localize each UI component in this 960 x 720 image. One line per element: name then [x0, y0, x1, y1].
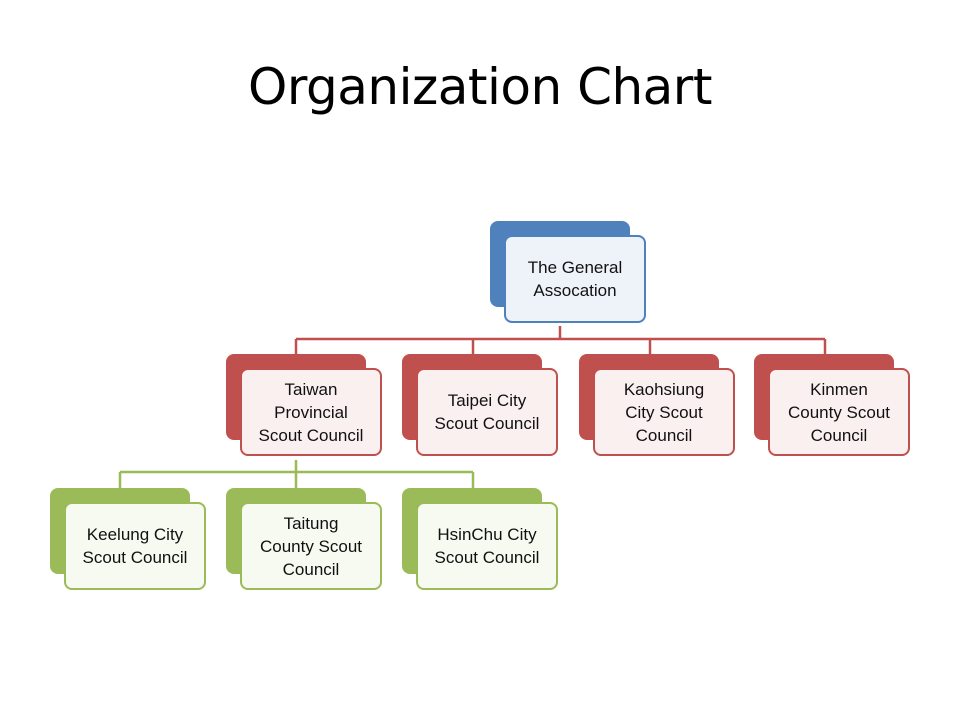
level1-connectors — [294, 326, 827, 354]
node-kinmen-county-scout-council[interactable]: Kinmen County Scout Council — [754, 354, 914, 460]
node-kaohsiung-city-scout-council[interactable]: Kaohsiung City Scout Council — [579, 354, 739, 460]
page-title: Organization Chart — [248, 58, 712, 116]
node-label: Taitung County Scout Council — [259, 513, 363, 579]
node-general-association[interactable]: The General Assocation — [490, 221, 650, 327]
level2-connectors — [118, 460, 475, 488]
node-front: Kinmen County Scout Council — [768, 368, 910, 456]
node-label: Kinmen County Scout Council — [787, 379, 891, 445]
node-keelung-city-scout-council[interactable]: Keelung City Scout Council — [50, 488, 210, 594]
node-front: HsinChu City Scout Council — [416, 502, 558, 590]
node-label: HsinChu City Scout Council — [434, 525, 540, 567]
node-taipei-city-scout-council[interactable]: Taipei City Scout Council — [402, 354, 562, 460]
node-taitung-county-scout-council[interactable]: Taitung County Scout Council — [226, 488, 386, 594]
node-taiwan-provincial-scout-council[interactable]: Taiwan Provincial Scout Council — [226, 354, 386, 460]
node-front: Kaohsiung City Scout Council — [593, 368, 735, 456]
node-front: Taitung County Scout Council — [240, 502, 382, 590]
node-label: Keelung City Scout Council — [82, 525, 188, 567]
node-label: Taiwan Provincial Scout Council — [258, 379, 364, 445]
node-front: Taipei City Scout Council — [416, 368, 558, 456]
node-front: Taiwan Provincial Scout Council — [240, 368, 382, 456]
node-hsinchu-city-scout-council[interactable]: HsinChu City Scout Council — [402, 488, 562, 594]
node-front: The General Assocation — [504, 235, 646, 323]
node-label: Taipei City Scout Council — [434, 391, 540, 433]
node-label: Kaohsiung City Scout Council — [623, 379, 705, 445]
node-front: Keelung City Scout Council — [64, 502, 206, 590]
node-label: The General Assocation — [527, 258, 623, 300]
